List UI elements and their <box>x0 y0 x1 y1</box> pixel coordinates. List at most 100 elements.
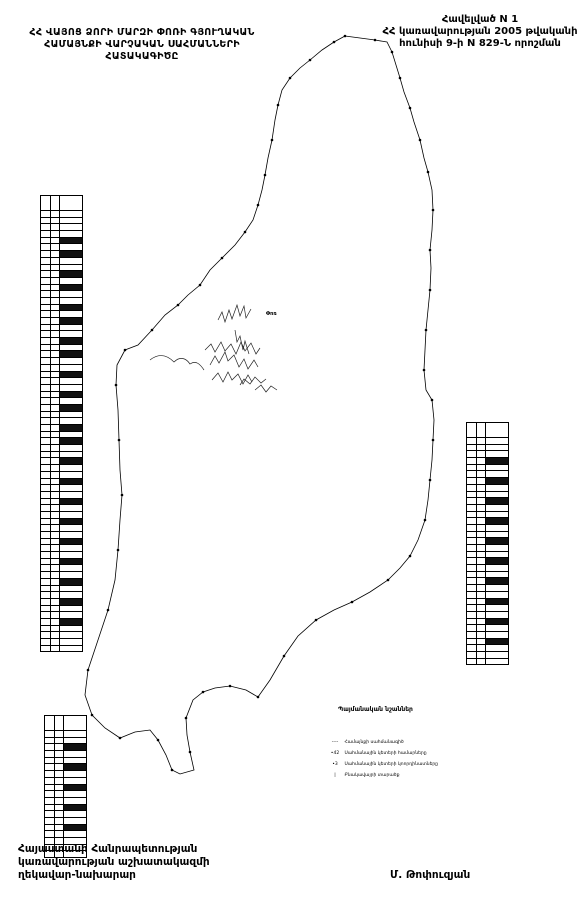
table-row <box>40 624 83 633</box>
table-row <box>40 597 83 606</box>
appendix-header: Հավելված N 1 ՀՀ կառավարության 2005 թվակա… <box>380 14 580 50</box>
table-row <box>40 216 83 225</box>
table-row <box>40 564 83 573</box>
table-row <box>44 730 87 738</box>
table-row <box>40 397 83 405</box>
table-row <box>40 256 83 265</box>
table-row <box>40 524 83 532</box>
table-row <box>40 537 83 546</box>
table-row <box>40 410 83 419</box>
coordinates-table-right <box>466 422 509 666</box>
table-row <box>466 544 509 552</box>
table-row <box>40 243 83 252</box>
legend-label: Բնակավայրի տարածք <box>344 773 400 778</box>
table-row <box>44 736 87 745</box>
table-row <box>40 638 83 646</box>
table-row <box>466 470 509 479</box>
table-row <box>466 590 509 599</box>
table-row <box>466 510 509 519</box>
table-row <box>40 310 83 318</box>
table-row <box>40 510 83 519</box>
table-row <box>466 570 509 579</box>
table-row <box>40 551 83 559</box>
table-row <box>40 317 83 325</box>
signatory-line-1: Հայաստանի Հանրապետության <box>18 843 198 855</box>
table-row <box>466 657 509 666</box>
table-row <box>466 450 509 459</box>
legend-symbol: •3 <box>332 762 338 767</box>
table-row <box>40 370 83 379</box>
table-row <box>40 591 83 599</box>
table-row <box>44 776 87 785</box>
map-title-line-2: ՀԱՄԱՅՆՔԻ ՎԱՐՉԱԿԱՆ ՍԱՀՄԱՆՆԵՐԻ <box>44 39 240 50</box>
table-row <box>466 523 509 532</box>
signatory-title: Հայաստանի Հանրապետության կառավարության ա… <box>18 843 210 882</box>
table-row <box>40 611 83 619</box>
table-row <box>44 823 87 832</box>
table-row <box>40 504 83 512</box>
map-title: ՀՀ ՎԱՅՈՑ ՁՈՐԻ ՄԱՐԶԻ ՓՈՌԻ ԳՅՈՒՂԱԿԱՆ ՀԱՄԱՅ… <box>22 27 262 63</box>
table-row <box>466 530 509 539</box>
table-row <box>44 830 87 838</box>
table-row <box>40 236 83 245</box>
legend-symbol: ---- <box>331 740 339 745</box>
table-row <box>40 617 83 626</box>
table-row <box>40 363 83 372</box>
appendix-number: Հավելված N 1 <box>441 14 519 25</box>
table-row <box>40 430 83 439</box>
table-row <box>44 763 87 772</box>
table-row <box>40 263 83 272</box>
table-row <box>44 770 87 778</box>
table-row <box>40 383 83 392</box>
legend-symbol: | <box>334 773 336 778</box>
table-row <box>40 250 83 258</box>
table-row <box>44 750 87 758</box>
table-row <box>40 470 83 479</box>
table-row <box>40 343 83 352</box>
table-row <box>466 490 509 499</box>
table-row <box>40 323 83 332</box>
legend-label: Սահմանային կետերի կոորդինատները <box>344 762 439 767</box>
table-row <box>40 377 83 385</box>
village-settlement-area <box>149 303 278 393</box>
table-row <box>40 303 83 312</box>
table-row <box>466 651 509 659</box>
table-row <box>40 631 83 639</box>
table-row <box>40 571 83 579</box>
table-row <box>40 604 83 613</box>
table-row <box>40 544 83 553</box>
table-row <box>466 604 509 612</box>
table-row <box>40 457 83 466</box>
appendix-date: հունիսի 9-ի N 829-Ն որոշման <box>399 38 561 49</box>
table-row <box>40 477 83 486</box>
table-row <box>40 484 83 492</box>
table-row <box>40 424 83 432</box>
table-row <box>466 477 509 485</box>
appendix-decision: ՀՀ կառավարության 2005 թվականի <box>382 26 578 37</box>
legend-label: Համայնքի սահմանագիծ <box>344 740 404 745</box>
table-row <box>466 503 509 512</box>
table-row <box>44 783 87 792</box>
table-row <box>44 850 87 859</box>
table-row <box>40 517 83 526</box>
table-row <box>466 577 509 586</box>
table-row <box>466 624 509 632</box>
table-row <box>44 810 87 818</box>
table-row <box>40 337 83 345</box>
table-row <box>466 497 509 505</box>
table-row <box>40 357 83 365</box>
legend-item: ---- Համայնքի սահմանագիծ <box>330 737 404 748</box>
table-row <box>40 390 83 399</box>
legend-item: •3 Սահմանային կետերի կոորդինատները <box>330 759 438 770</box>
table-row <box>40 210 83 218</box>
table-row <box>40 276 83 285</box>
table-row <box>40 223 83 232</box>
table-row <box>466 457 509 465</box>
table-row <box>466 517 509 525</box>
table-row <box>40 403 83 412</box>
legend-title: Պայմանական նշաններ <box>338 706 413 713</box>
table-row <box>40 450 83 459</box>
table-row <box>466 630 509 639</box>
table-row <box>466 443 509 452</box>
table-row <box>466 610 509 619</box>
